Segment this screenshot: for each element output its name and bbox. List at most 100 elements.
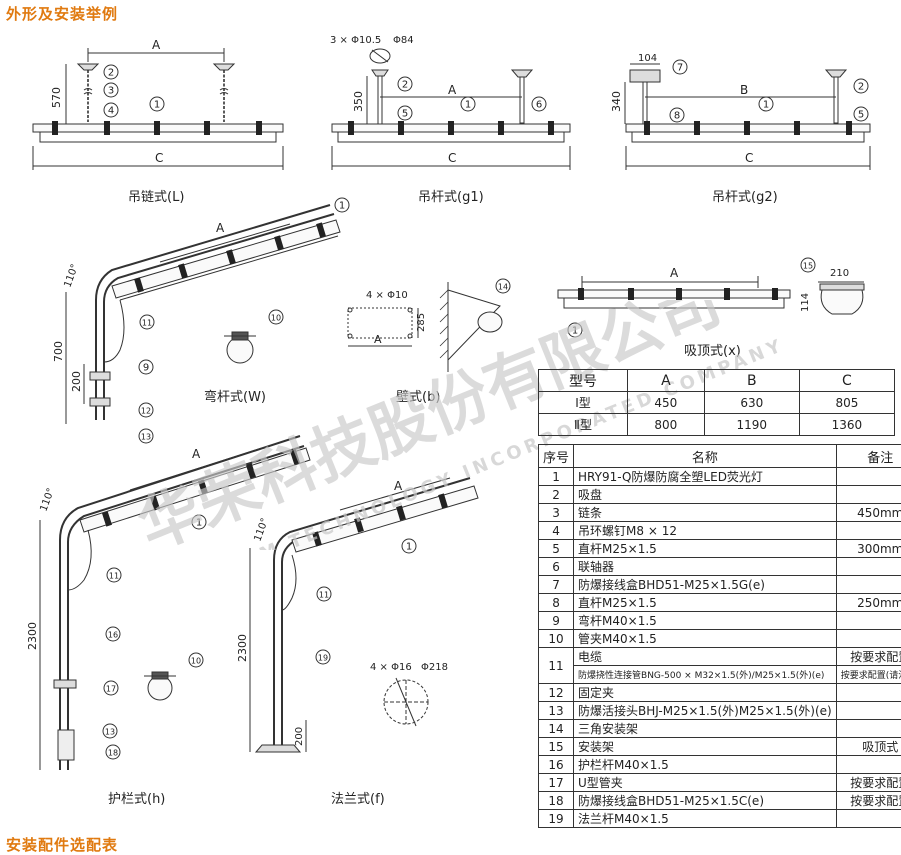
dim-holes4: 4 × Φ10 [366, 290, 408, 301]
dim-114: 114 [800, 293, 811, 312]
callout-label: 1 [763, 100, 769, 111]
parts-note [836, 756, 901, 774]
spec-header-cell: 型号 [539, 370, 628, 392]
drawing-ceiling-x: A 210 114 [558, 266, 864, 314]
parts-no: 19 [539, 810, 574, 828]
spec-cell: 805 [799, 392, 894, 414]
callout-label: 6 [536, 100, 542, 111]
parts-name: 防爆接线盒BHD51-M25×1.5G(e) [574, 576, 837, 594]
parts-note [836, 558, 901, 576]
dim-c-g2: C [745, 151, 753, 165]
parts-note [836, 576, 901, 594]
parts-name-sub: 防爆挠性连接管BNG-500 × M32×1.5(外)/M25×1.5(外)(e… [574, 666, 837, 684]
parts-name: 弯杆M40×1.5 [574, 612, 837, 630]
callout-label: 5 [858, 110, 864, 121]
parts-no: 14 [539, 720, 574, 738]
spec-header-cell: A [628, 370, 705, 392]
parts-name: 防爆接线盒BHD51-M25×1.5C(e) [574, 792, 837, 810]
parts-no: 10 [539, 630, 574, 648]
callout-label: 8 [674, 111, 680, 122]
parts-name: 链条 [574, 504, 837, 522]
dim-holes4b: 4 × Φ16 [370, 662, 412, 673]
parts-no: 11 [539, 648, 574, 684]
drawing-rod-g2: 104 B 340 C [610, 53, 870, 170]
parts-header-cell: 序号 [539, 445, 574, 468]
parts-no: 12 [539, 684, 574, 702]
callout-label: 2 [402, 80, 408, 91]
parts-name: 吊环螺钉M8 × 12 [574, 522, 837, 540]
spec-header-cell: B [704, 370, 799, 392]
caption-wall: 壁式(b) [396, 386, 440, 405]
dim-340: 340 [610, 91, 623, 112]
callout-label: 11 [109, 572, 119, 581]
callout-label: 13 [105, 728, 115, 737]
parts-no: 15 [539, 738, 574, 756]
callout-label: 19 [318, 654, 328, 663]
dim-a-g1: A [448, 83, 457, 97]
callout-label: 10 [271, 314, 281, 323]
dim-210: 210 [830, 268, 849, 279]
dim-a-f: A [394, 479, 403, 493]
dim-350: 350 [352, 91, 365, 112]
dim-phi84: Φ84 [393, 35, 414, 46]
parts-note: 按要求配置 [836, 648, 901, 666]
caption-ceiling: 吸顶式(x) [684, 340, 741, 359]
parts-note [836, 720, 901, 738]
dim-570: 570 [50, 87, 63, 108]
parts-name: 直杆M25×1.5 [574, 594, 837, 612]
parts-no: 8 [539, 594, 574, 612]
next-section-title: 安装配件选配表 [6, 834, 118, 855]
caption-chain-pendant: 吊链式(L) [128, 186, 184, 205]
dim-a-L: A [152, 38, 161, 52]
dim-2300-f: 2300 [236, 634, 249, 662]
parts-note [836, 810, 901, 828]
parts-name: 电缆 [574, 648, 837, 666]
parts-name: 管夹M40×1.5 [574, 630, 837, 648]
parts-name: 三角安装架 [574, 720, 837, 738]
parts-no: 18 [539, 792, 574, 810]
dim-2300-h: 2300 [26, 622, 39, 650]
drawing-wall-b: 4 × Φ10 A 285 [348, 282, 502, 372]
callout-label: 1 [465, 100, 471, 111]
dim-200-f: 200 [294, 727, 305, 746]
callout-label: 18 [108, 749, 118, 758]
dim-a-b: A [374, 333, 382, 346]
callout-label: 11 [319, 591, 329, 600]
spec-cell: 450 [628, 392, 705, 414]
callout-label: 2 [108, 68, 114, 79]
parts-note: 吸顶式 [836, 738, 901, 756]
parts-note-sub: 按要求配置(请注明) [836, 666, 901, 684]
dim-285: 285 [416, 313, 427, 332]
parts-name: 护栏杆M40×1.5 [574, 756, 837, 774]
callout-label: 3 [108, 86, 114, 97]
parts-no: 2 [539, 486, 574, 504]
parts-note [836, 684, 901, 702]
parts-note [836, 486, 901, 504]
parts-header-cell: 名称 [574, 445, 837, 468]
callout-label: 12 [141, 407, 151, 416]
callout-label: 13 [141, 433, 151, 442]
callout-label: 1 [572, 326, 578, 337]
callout-label: 5 [402, 109, 408, 120]
parts-name: 安装架 [574, 738, 837, 756]
parts-name: 固定夹 [574, 684, 837, 702]
parts-note: 按要求配置 [836, 774, 901, 792]
parts-no: 5 [539, 540, 574, 558]
spec-cell: 1190 [704, 414, 799, 436]
parts-row: 11电缆按要求配置 [539, 648, 901, 666]
spec-cell: 800 [628, 414, 705, 436]
parts-note [836, 702, 901, 720]
